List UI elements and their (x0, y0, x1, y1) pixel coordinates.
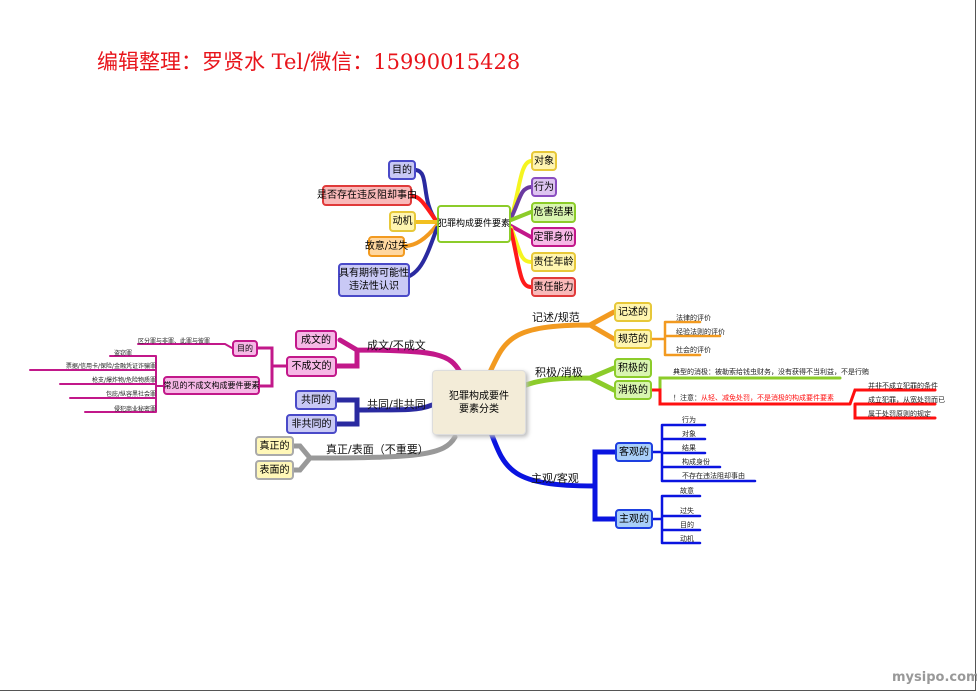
node-act[interactable]: 行为 (531, 177, 557, 197)
branch-label-joint: 共同/非共同 (367, 398, 426, 411)
branch-label-descriptive: 记述/规范 (532, 311, 580, 324)
node-common-unwritten[interactable]: 常见的不成文构成要件要素 (163, 376, 260, 395)
node-subjective[interactable]: 主观的 (615, 509, 653, 529)
node-purpose-unwritten[interactable]: 目的 (232, 340, 258, 357)
item: 区分罪与非罪、此罪与彼罪 (138, 338, 211, 345)
note-text: 从轻、减免处罚，不是消极的构成要件要素 (701, 394, 834, 402)
item: 成立犯罪，从宽处罚而已 (868, 396, 945, 404)
item: 票据/信用卡/保险/金融凭证诈骗罪 (65, 363, 156, 370)
item: 对象 (682, 430, 696, 438)
node-objective[interactable]: 客观的 (615, 442, 653, 462)
node-joint[interactable]: 共同的 (295, 390, 337, 410)
watermark: mysipo.com (892, 670, 977, 685)
page-title: 编辑整理：罗贤水 Tel/微信：15990015428 (97, 50, 521, 74)
node-status[interactable]: 定罪身份 (531, 227, 576, 247)
node-normative[interactable]: 规范的 (614, 329, 652, 349)
node-expectation[interactable]: 具有期待可能性 违法性认识 (338, 263, 410, 297)
node-negative[interactable]: 消极的 (614, 380, 652, 400)
node-intent[interactable]: 故意/过失 (365, 236, 408, 257)
branch-label-positive: 积极/消极 (535, 366, 583, 379)
branch-label-written: 成文/不成文 (367, 339, 426, 352)
branch-label-true: 真正/表面（不重要） (326, 443, 429, 456)
item: 动机 (680, 535, 694, 543)
item: 盗窃罪 (113, 350, 132, 357)
top-center-node[interactable]: 犯罪构成要件要素 (437, 205, 511, 243)
note: ！注意：从轻、减免处罚，不是消极的构成要件要素 (673, 393, 834, 403)
note-prefix: ！注意： (673, 394, 701, 402)
branch-label-objective: 主观/客观 (531, 472, 579, 485)
node-capacity[interactable]: 责任能力 (531, 277, 576, 297)
item: 属于处罚原则的规定 (868, 410, 931, 418)
item: 枪支/爆炸物/危险物质罪 (91, 377, 156, 384)
item: 经验法则的评价 (676, 328, 725, 336)
item: 不存在违法阻却事由 (682, 472, 745, 480)
node-object[interactable]: 对象 (531, 151, 557, 171)
node-motive[interactable]: 动机 (389, 211, 416, 232)
node-unwritten[interactable]: 不成文的 (286, 356, 337, 377)
node-written[interactable]: 成文的 (295, 330, 337, 350)
item: 故意 (680, 487, 694, 495)
node-age[interactable]: 责任年龄 (531, 252, 576, 272)
node-justification[interactable]: 是否存在违反阻却事由 (317, 185, 417, 206)
item: 目的 (680, 521, 694, 529)
node-apparent[interactable]: 表面的 (255, 460, 294, 480)
node-non-joint[interactable]: 非共同的 (286, 414, 337, 434)
item: 法律的评价 (676, 314, 711, 322)
item: 侵犯商业秘密罪 (113, 406, 156, 413)
item: 过失 (680, 507, 694, 515)
node-positive[interactable]: 积极的 (614, 358, 652, 378)
item: 并非不成立犯罪的条件 (868, 382, 938, 390)
item: 包庇/纵容黑社会罪 (105, 391, 156, 398)
main-center-node[interactable]: 犯罪构成要件要素分类 (432, 370, 526, 435)
node-descriptive[interactable]: 记述的 (614, 302, 652, 322)
item: 构成身份 (682, 458, 710, 466)
typical-negative: 典型的消极：被勒索给钱虫财务，没有获得不当利益，不是行贿 (673, 368, 869, 376)
item: 行为 (682, 416, 696, 424)
item: 社会的评价 (676, 346, 711, 354)
node-purpose[interactable]: 目的 (388, 160, 416, 180)
node-true[interactable]: 真正的 (255, 436, 294, 456)
node-harm[interactable]: 危害结果 (531, 202, 576, 223)
item: 结果 (682, 444, 696, 452)
